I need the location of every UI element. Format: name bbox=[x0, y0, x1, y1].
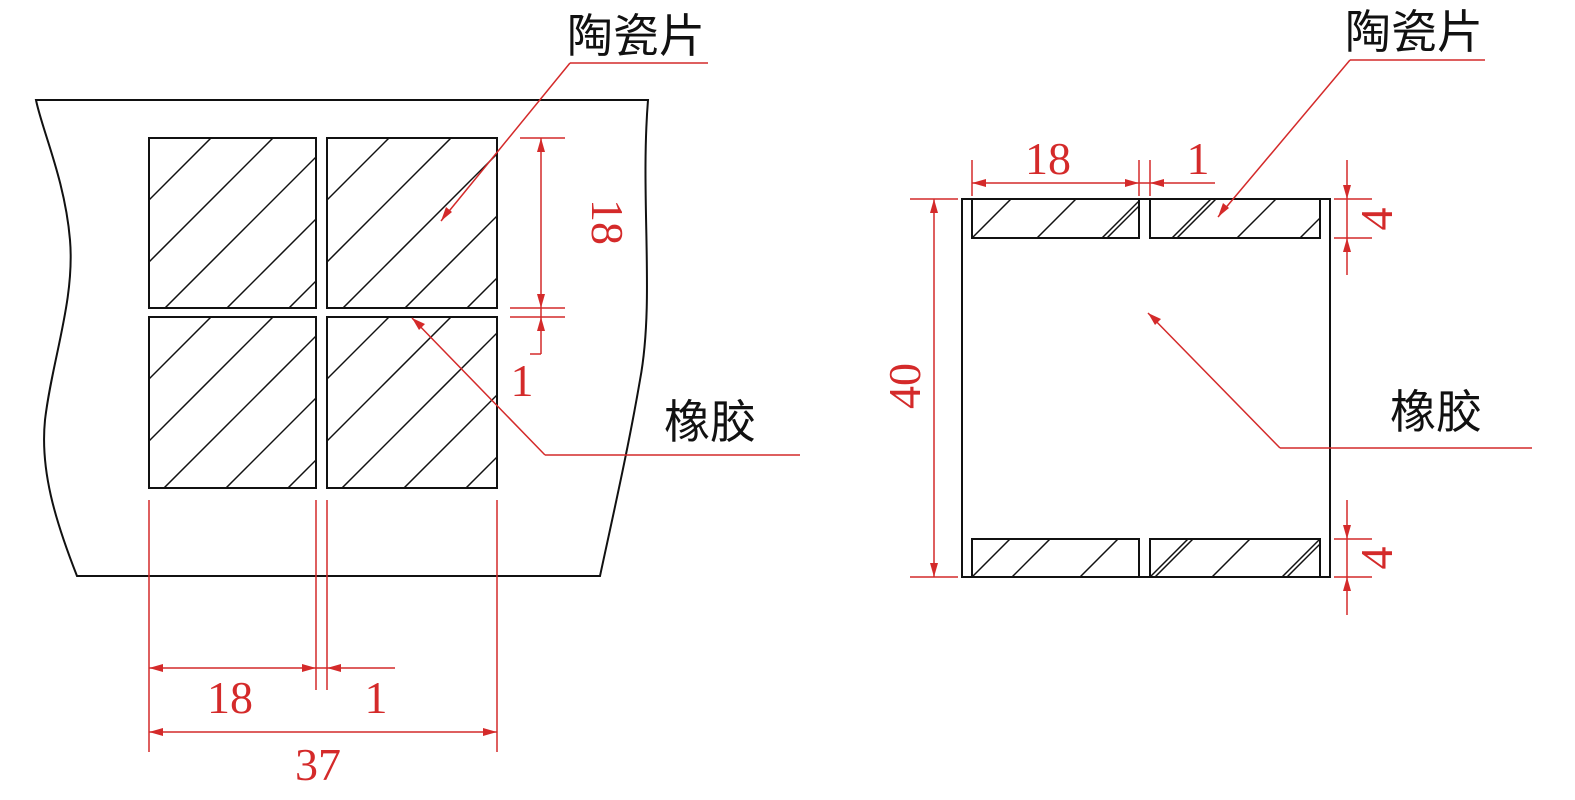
ceramic-tile bbox=[148, 137, 317, 309]
dim-height-right: 40 bbox=[879, 198, 958, 578]
right-view: 18 1 40 4 4 bbox=[879, 5, 1532, 615]
ceramic-tile-strips bbox=[971, 198, 1321, 578]
dim-thickness-right: 4 4 bbox=[1334, 160, 1402, 615]
dim-arrow bbox=[930, 199, 938, 213]
ceramic-tile-grid bbox=[148, 137, 498, 489]
label-rubber-left: 橡胶 bbox=[664, 395, 756, 449]
leader-ceramic-right: 陶瓷片 bbox=[1217, 5, 1485, 218]
label-ceramic-left: 陶瓷片 bbox=[567, 9, 705, 63]
leader-arrow bbox=[412, 318, 425, 330]
dim-label-tile-height: 18 bbox=[582, 199, 633, 245]
dim-arrow bbox=[1125, 179, 1139, 187]
dim-arrow bbox=[537, 138, 545, 152]
dim-arrow bbox=[1343, 525, 1351, 539]
dim-tile-height: 18 1 bbox=[510, 137, 633, 406]
ceramic-tile bbox=[326, 316, 498, 489]
dim-arrow bbox=[930, 563, 938, 577]
dim-label-tile-width-right: 18 bbox=[1025, 133, 1071, 184]
ceramic-tile bbox=[326, 137, 498, 309]
dim-arrow bbox=[302, 664, 316, 672]
label-rubber-right: 橡胶 bbox=[1390, 385, 1482, 439]
dim-label-tile-width: 18 bbox=[207, 672, 253, 723]
dim-arrow bbox=[1150, 179, 1164, 187]
ceramic-tile bbox=[1149, 198, 1321, 239]
leader-arrow bbox=[441, 207, 452, 221]
dim-arrow bbox=[149, 728, 163, 736]
dim-label-height: 40 bbox=[879, 363, 930, 409]
label-ceramic-right: 陶瓷片 bbox=[1345, 5, 1483, 59]
ceramic-tile bbox=[971, 538, 1140, 578]
dim-label-gap-horizontal: 1 bbox=[365, 672, 388, 723]
leader-rubber-left: 橡胶 bbox=[411, 317, 800, 456]
dim-bottom: 18 1 37 bbox=[148, 500, 498, 790]
dim-arrow bbox=[537, 294, 545, 308]
rubber-body-section bbox=[961, 198, 1331, 578]
tile-hatching bbox=[149, 138, 497, 488]
dim-label-total-width: 37 bbox=[295, 739, 341, 790]
ceramic-tile bbox=[148, 316, 317, 489]
left-view: 18 1 18 1 37 陶瓷片 bbox=[34, 9, 800, 790]
tile-hatching-right bbox=[972, 199, 1320, 577]
dim-label-top-thickness: 4 bbox=[1351, 208, 1402, 231]
dim-arrow bbox=[327, 664, 341, 672]
ceramic-tile bbox=[1149, 538, 1321, 578]
dim-label-bottom-thickness: 4 bbox=[1351, 547, 1402, 570]
leader-rubber-right: 橡胶 bbox=[1147, 312, 1532, 449]
dim-arrow bbox=[149, 664, 163, 672]
dim-top-right: 18 1 bbox=[971, 133, 1215, 196]
ceramic-tile bbox=[971, 198, 1140, 239]
leader-arrow bbox=[1148, 313, 1161, 325]
dim-arrow bbox=[972, 179, 986, 187]
dim-arrow bbox=[1343, 577, 1351, 591]
dim-arrow bbox=[483, 728, 497, 736]
leader-arrow bbox=[1218, 203, 1229, 217]
dim-arrow bbox=[1343, 185, 1351, 199]
dim-label-gap-vertical: 1 bbox=[511, 355, 534, 406]
rubber-body-outline bbox=[34, 99, 650, 577]
leader-ceramic-left: 陶瓷片 bbox=[440, 9, 708, 222]
dim-arrow bbox=[537, 317, 545, 331]
dim-arrow bbox=[1343, 238, 1351, 252]
dim-label-gap-right: 1 bbox=[1187, 133, 1210, 184]
